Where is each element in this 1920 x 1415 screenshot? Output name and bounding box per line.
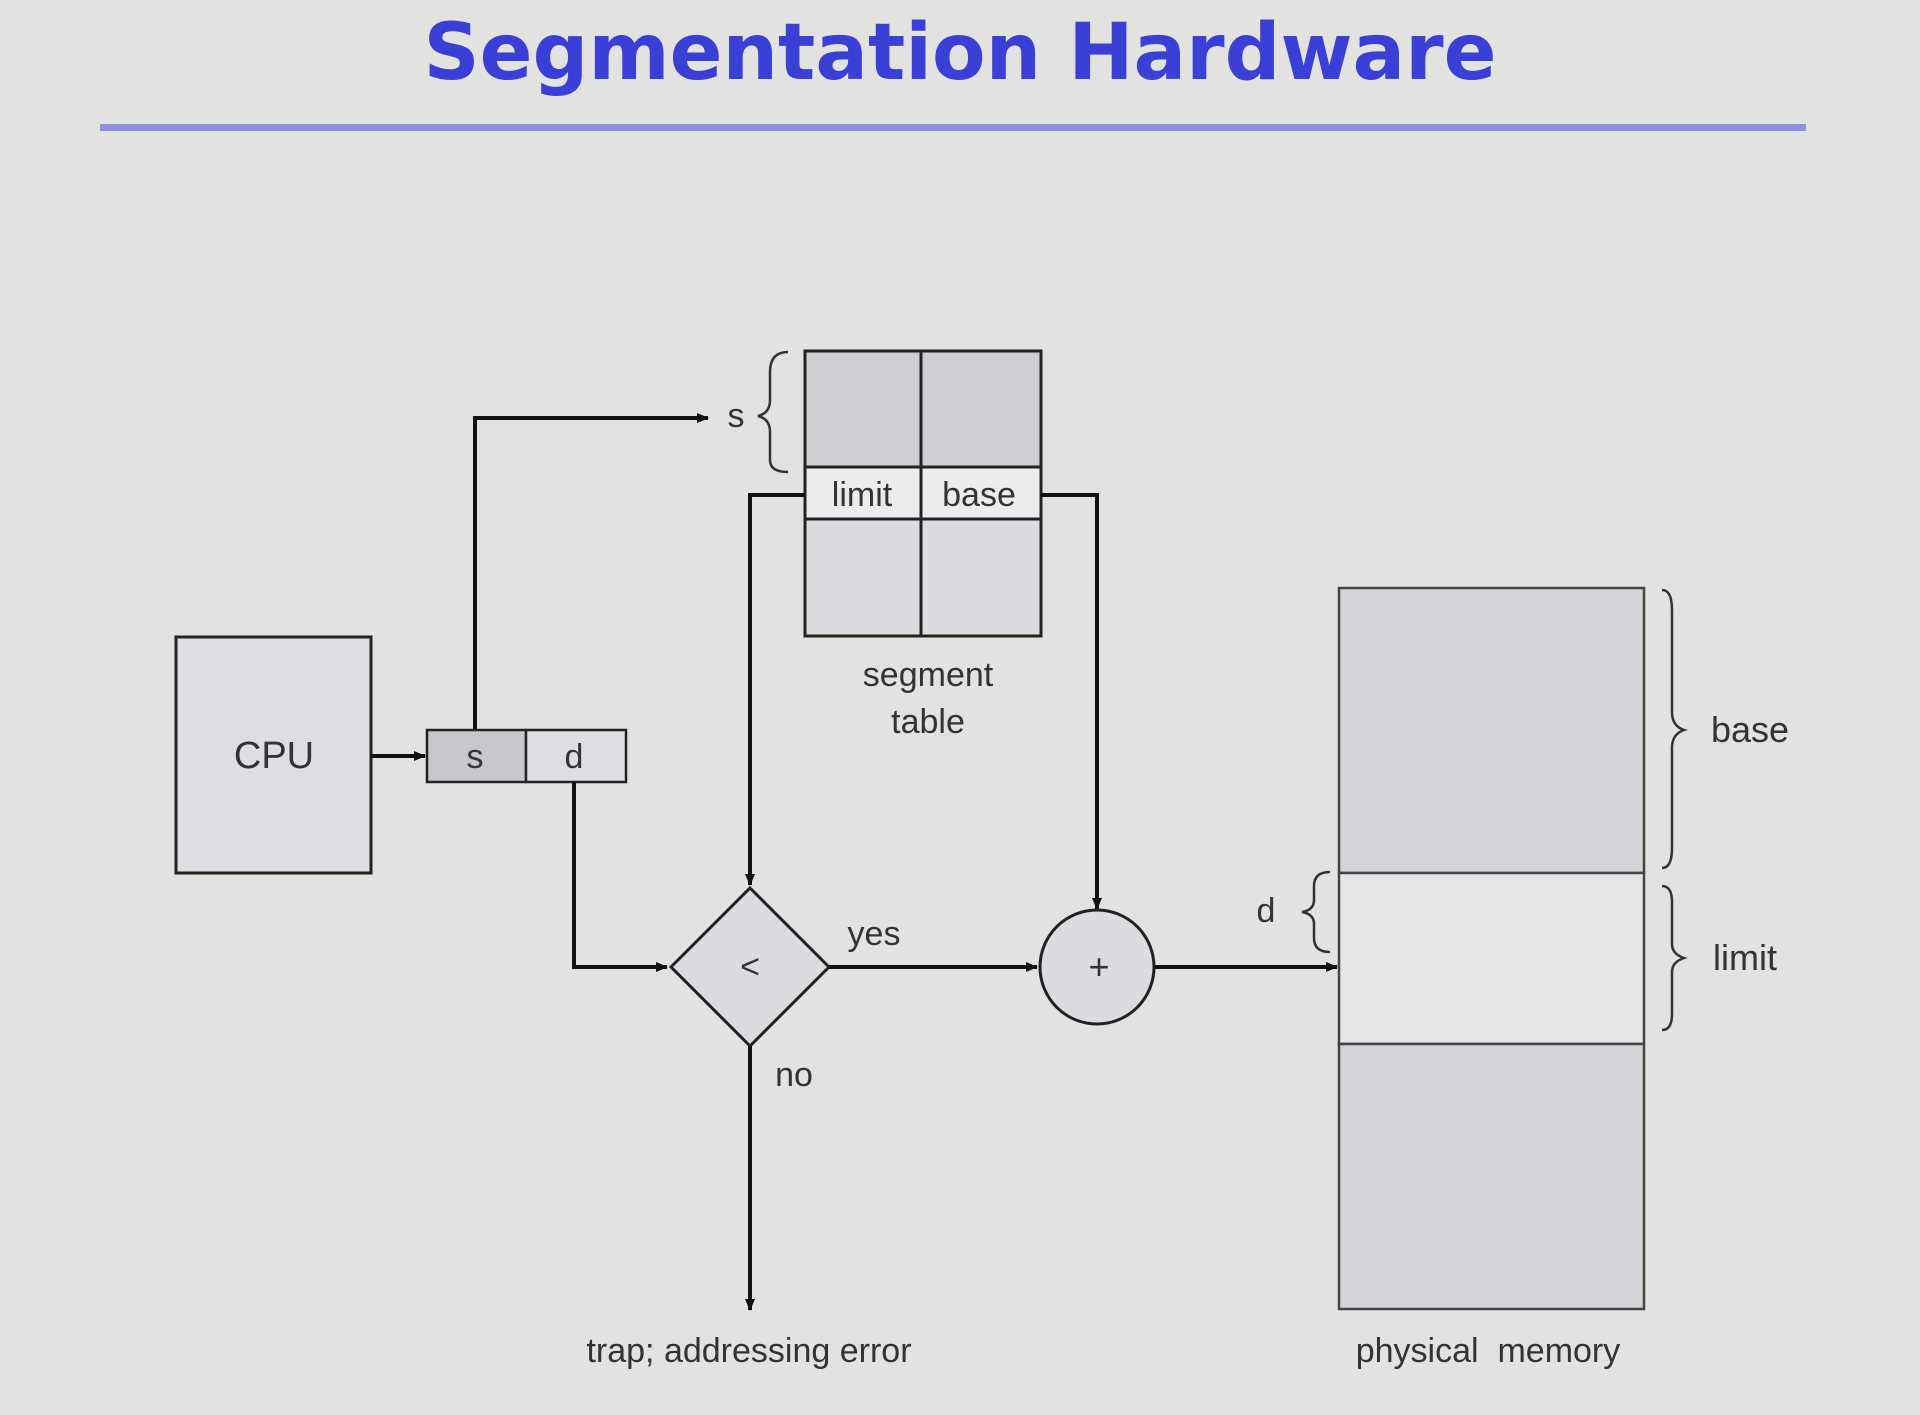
address-d-cell <box>524 728 628 784</box>
d-to-compare-arrow <box>572 782 668 972</box>
base-brace <box>1661 588 1688 870</box>
memory-base-label: base <box>1711 709 1789 750</box>
trap-label: trap; addressing error <box>586 1332 911 1370</box>
table-limit-label: limit <box>832 476 893 514</box>
memory-upper-block <box>1337 586 1646 875</box>
compare-diamond: < <box>668 885 832 1049</box>
memory-segment-block <box>1337 871 1646 1046</box>
segment-table-label-line1: segment <box>863 656 994 694</box>
segment-table-label-line2: table <box>891 703 965 741</box>
physical-memory: physical memory <box>1337 586 1646 1370</box>
adder-symbol: + <box>1088 946 1109 987</box>
physical-memory-label: physical memory <box>1356 1332 1621 1370</box>
adder-circle: + <box>1038 908 1156 1026</box>
slide-title: Segmentation Hardware <box>423 8 1497 98</box>
segment-table: limit base segment table <box>803 349 1043 741</box>
limit-brace <box>1661 884 1688 1032</box>
compare-symbol: < <box>740 948 760 986</box>
yes-label: yes <box>848 915 901 953</box>
table-index-s-label: s <box>728 397 745 435</box>
limit-to-compare-arrow <box>745 493 805 886</box>
offset-brace <box>1301 870 1331 954</box>
logical-address: s d <box>425 728 628 784</box>
address-s-label: s <box>467 738 484 776</box>
s-to-table-arrow <box>473 413 709 730</box>
offset-d-label: d <box>1257 892 1276 930</box>
base-to-adder-arrow <box>1041 493 1102 910</box>
cpu-box: CPU <box>174 635 373 875</box>
title-rule <box>100 124 1806 131</box>
cpu-label: CPU <box>234 735 314 777</box>
no-label: no <box>775 1056 813 1094</box>
memory-limit-label: limit <box>1713 937 1777 978</box>
table-index-brace <box>757 350 789 474</box>
address-d-label: d <box>565 738 584 776</box>
table-base-label: base <box>942 476 1016 514</box>
memory-lower-block <box>1337 1042 1646 1311</box>
